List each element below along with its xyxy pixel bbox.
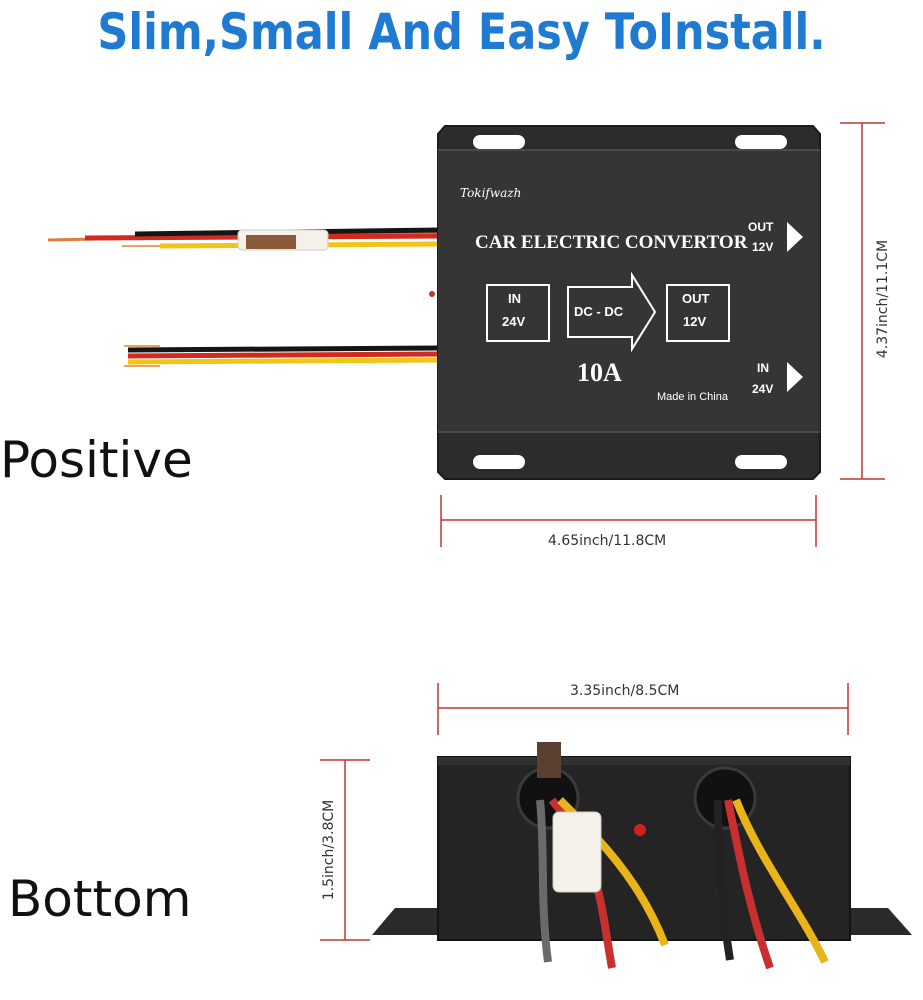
origin-label: Made in China	[657, 391, 728, 403]
box-out-label: OUT	[682, 291, 710, 306]
box-in-voltage: 24V	[502, 314, 526, 329]
dim-width-bottom: 3.35inch/8.5CM	[570, 683, 680, 699]
top-wires-upper	[47, 227, 441, 251]
arrow-right-icon	[567, 271, 657, 353]
out-label: OUT	[748, 220, 774, 234]
box-out-voltage: 12V	[683, 314, 707, 329]
fuse-holder	[552, 811, 602, 893]
headline: Slim,Small And Easy ToInstall.	[97, 3, 826, 61]
dim-height-top: 4.37inch/11.1CM	[875, 239, 891, 359]
view-label-bottom: Bottom	[8, 870, 192, 928]
current-rating: 10A	[577, 358, 622, 387]
led-icon	[429, 291, 435, 297]
mount-slot	[735, 455, 787, 469]
mount-slot	[473, 135, 525, 149]
dim-height-bottom: 1.5inch/3.8CM	[321, 799, 337, 901]
converter-bottom-view	[372, 742, 912, 970]
brand-logo: Tokifwazh	[460, 186, 522, 200]
box-in-label: IN	[508, 291, 521, 306]
view-label-positive: Positive	[0, 431, 193, 489]
out-arrow-icon	[787, 222, 803, 252]
dim-width-top: 4.65inch/11.8CM	[548, 533, 667, 549]
top-wires-lower	[124, 345, 441, 367]
in-arrow-icon	[787, 362, 803, 392]
device-title: CAR ELECTRIC CONVERTOR	[475, 232, 748, 253]
box-mid-label: DC - DC	[574, 304, 624, 319]
fuse-icon	[246, 235, 296, 249]
out-voltage: 12V	[752, 240, 774, 254]
converter-top-view	[437, 125, 821, 480]
fuse-icon	[537, 742, 561, 778]
mount-slot	[473, 455, 525, 469]
in-label: IN	[757, 361, 769, 375]
mount-slot	[735, 135, 787, 149]
in-voltage: 24V	[752, 382, 774, 396]
led-icon	[634, 824, 646, 836]
dimension-lines	[320, 122, 885, 941]
